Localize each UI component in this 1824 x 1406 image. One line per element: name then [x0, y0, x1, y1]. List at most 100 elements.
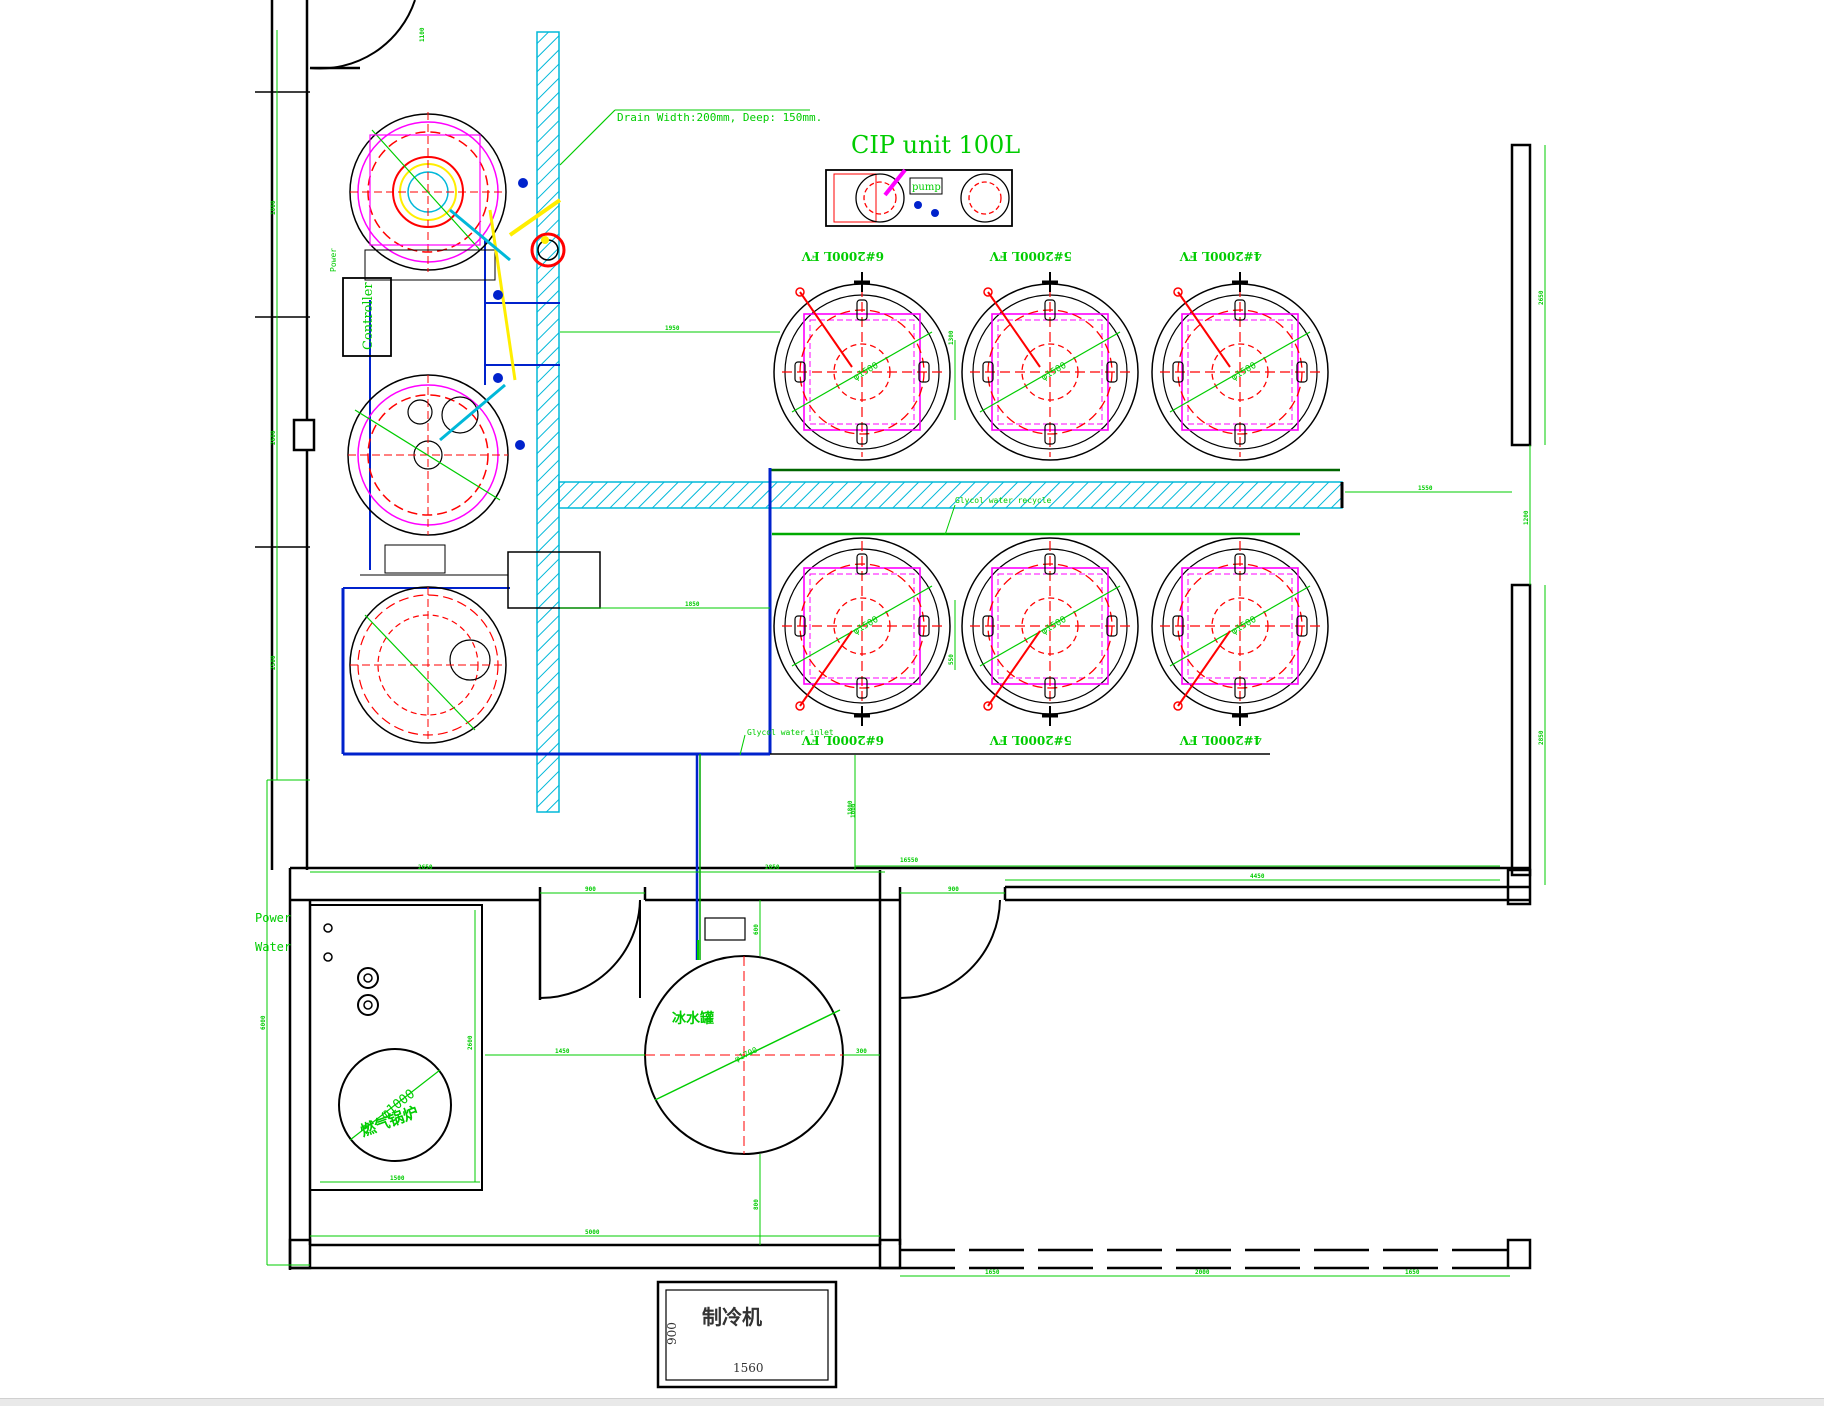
fermenter-leg-bottom-3-0 [1172, 615, 1184, 637]
glycol-inlet-label: Glycol water inlet [747, 728, 834, 737]
fermenter-name-label-top-1: 6#2000L FV [801, 249, 884, 263]
dim-1800: 1800 [847, 800, 854, 815]
fermenter-leg-bottom-1-2 [856, 553, 868, 575]
building-walls [255, 0, 1532, 1389]
fermenter-racking-arm-bottom-2 [987, 630, 1041, 707]
chiller-width: 1560 [733, 1361, 764, 1375]
fermenter-leg-bottom-3-1 [1296, 615, 1308, 637]
fermenter-leg-top-1-2 [856, 299, 868, 321]
fermenter-leg-bottom-2-1 [1106, 615, 1118, 637]
dim-300: 300 [856, 1048, 867, 1055]
dim-900-a: 900 [585, 886, 596, 893]
dim-4450: 4450 [1250, 873, 1265, 880]
fermenter-frame-inner-bottom-2 [997, 573, 1103, 679]
dim-2600-v: 2600 [270, 430, 277, 445]
controller-box: Controller Power [329, 248, 392, 357]
fermenter-leg-top-2-1 [1106, 361, 1118, 383]
dim-5000: 5000 [585, 1229, 600, 1236]
controller-power-label: Power [329, 248, 338, 272]
dim-1500: 1500 [390, 1175, 405, 1182]
dimension-lines [266, 30, 1546, 1277]
fermenter-leg-top-1-1 [918, 361, 930, 383]
drain-channels [536, 31, 1344, 813]
fermenter-diameter-label-bottom-2: φ1500 [1040, 615, 1068, 637]
dim-2000: 2000 [1195, 1269, 1210, 1276]
fermenter-name-label-top-3: 4#2000L FV [1179, 249, 1262, 263]
fermenter-leg-top-2-3 [1044, 423, 1056, 445]
dim-1200: 1200 [1523, 510, 1530, 525]
fermenter-diameter-label-top-3: φ1500 [1230, 361, 1258, 383]
cip-title: CIP unit 100L [851, 131, 1020, 159]
fermenter-racking-arm-bottom-3 [1177, 630, 1231, 707]
fermenter-frame-inner-bottom-3 [1187, 573, 1293, 679]
fermenter-diameter-line-top-3 [1169, 331, 1311, 413]
dim-2500: 2500 [270, 655, 277, 670]
dim-2850-r: 2850 [1538, 730, 1545, 745]
fermenter-diameter-label-top-2: φ1500 [1040, 361, 1068, 383]
fermenter-frame-inner-bottom-1 [809, 573, 915, 679]
fermenter-racking-port-top-1 [795, 287, 805, 297]
ice-tank-label: 冰水罐 [672, 1010, 714, 1027]
fermenter-racking-port-top-2 [983, 287, 993, 297]
dim-1000: 1000 [270, 200, 277, 215]
dim-1450: 1450 [555, 1048, 570, 1055]
boiler-room [323, 917, 844, 1162]
dim-1850: 1850 [685, 601, 700, 608]
fermenter-racking-arm-bottom-1 [799, 630, 853, 707]
fermenter-leg-bottom-1-0 [794, 615, 806, 637]
drain-label: Drain Width:200mm, Deep: 150mm. [617, 111, 822, 124]
fermenter-racking-port-bottom-3 [1173, 701, 1183, 711]
fermenter-leg-top-2-0 [982, 361, 994, 383]
fermenter-racking-port-top-3 [1173, 287, 1183, 297]
window-bottom-bar [0, 1398, 1824, 1406]
dim-1300: 1300 [948, 330, 955, 345]
fermenter-racking-port-bottom-1 [795, 701, 805, 711]
fermenter-leg-bottom-1-1 [918, 615, 930, 637]
fermenter-name-label-bottom-3: 4#2000L FV [1179, 733, 1262, 747]
dim-2600: 2600 [467, 1035, 474, 1050]
dim-6000: 6000 [260, 1015, 267, 1030]
fermenter-frame-inner-top-2 [997, 319, 1103, 425]
cip-unit: pump [825, 168, 1013, 227]
fermenter-leg-top-3-2 [1234, 299, 1246, 321]
fermenter-diameter-line-bottom-2 [979, 585, 1121, 667]
glycol-recycle-label: Glycol water recycle [955, 496, 1052, 505]
fermenter-diameter-label-bottom-1: φ1500 [852, 615, 880, 637]
fermenter-diameter-line-bottom-3 [1169, 585, 1311, 667]
fermenter-name-label-bottom-2: 5#2000L FV [989, 733, 1072, 747]
power-label: Power [255, 911, 291, 925]
fermenter-leg-bottom-2-2 [1044, 553, 1056, 575]
cip-pump-label: pump [912, 182, 941, 193]
fermenter-name-label-bottom-1: 6#2000L FV [801, 733, 884, 747]
fermenter-leg-top-1-3 [856, 423, 868, 445]
glycol-pipes [341, 240, 1340, 960]
fermenter-leg-top-3-0 [1172, 361, 1184, 383]
chiller-label: 制冷机 [702, 1305, 762, 1329]
dim-1650-b: 1650 [1405, 1269, 1420, 1276]
fermenter-racking-arm-top-2 [987, 291, 1041, 368]
chiller-height: 900 [665, 1322, 679, 1345]
boiler [338, 1048, 452, 1162]
fermenter-leg-bottom-3-2 [1234, 553, 1246, 575]
dim-2850: 2850 [765, 864, 780, 871]
dim-1550: 1550 [1418, 485, 1433, 492]
dim-16550: 16550 [900, 857, 918, 864]
fermenter-leg-bottom-2-0 [982, 615, 994, 637]
dimension-values: 1950 1850 1550 16550 4450 900 900 2650 2… [260, 27, 1545, 1276]
fermenter-leg-top-1-0 [794, 361, 806, 383]
dim-800: 800 [753, 1199, 760, 1210]
dim-550: 550 [948, 654, 955, 665]
fermenter-leg-top-3-3 [1234, 423, 1246, 445]
ice-tank-dia-label: φ1700 [733, 1045, 759, 1063]
fermenter-leg-bottom-2-3 [1044, 677, 1056, 699]
fermenter-leg-bottom-3-3 [1234, 677, 1246, 699]
water-label: Water [255, 940, 291, 954]
fermenter-name-label-top-2: 5#2000L FV [989, 249, 1072, 263]
fermenter-leg-top-2-2 [1044, 299, 1056, 321]
dim-2650-r: 2650 [1538, 290, 1545, 305]
fermenter-leg-top-3-1 [1296, 361, 1308, 383]
fermenter-diameter-label-bottom-3: φ1500 [1230, 615, 1258, 637]
fermenter-frame-inner-top-3 [1187, 319, 1293, 425]
fermenter-diameter-label-top-1: φ1500 [852, 361, 880, 383]
fermenter-leg-bottom-1-3 [856, 677, 868, 699]
